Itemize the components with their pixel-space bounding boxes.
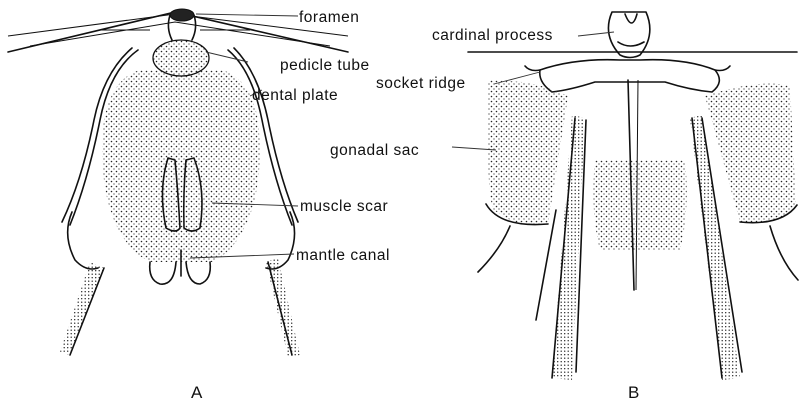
cardinal-process-shape xyxy=(608,12,649,58)
socket-ridge-shape xyxy=(540,60,720,92)
gonadal-sac-left xyxy=(488,80,568,225)
panel-b-drawing xyxy=(468,12,798,380)
label-gonadal-sac: gonadal sac xyxy=(330,142,419,159)
label-mantle-canal: mantle canal xyxy=(296,247,390,264)
label-muscle-scar: muscle scar xyxy=(300,198,388,215)
label-dental-plate: dental plate xyxy=(252,87,338,104)
mantle-canal-shape xyxy=(150,262,176,284)
panel-label-b: B xyxy=(628,383,639,402)
label-socket-ridge: socket ridge xyxy=(376,75,466,92)
label-cardinal-process: cardinal process xyxy=(432,27,553,44)
central-field-b xyxy=(593,160,686,250)
panel-label-a: A xyxy=(191,383,203,402)
lower-band-left xyxy=(60,262,104,355)
muscle-field xyxy=(102,70,260,262)
foramen-shape xyxy=(170,9,194,21)
label-pedicle-tube: pedicle tube xyxy=(280,57,370,74)
gonadal-sac-right xyxy=(705,84,796,223)
label-foramen: foramen xyxy=(299,9,359,26)
